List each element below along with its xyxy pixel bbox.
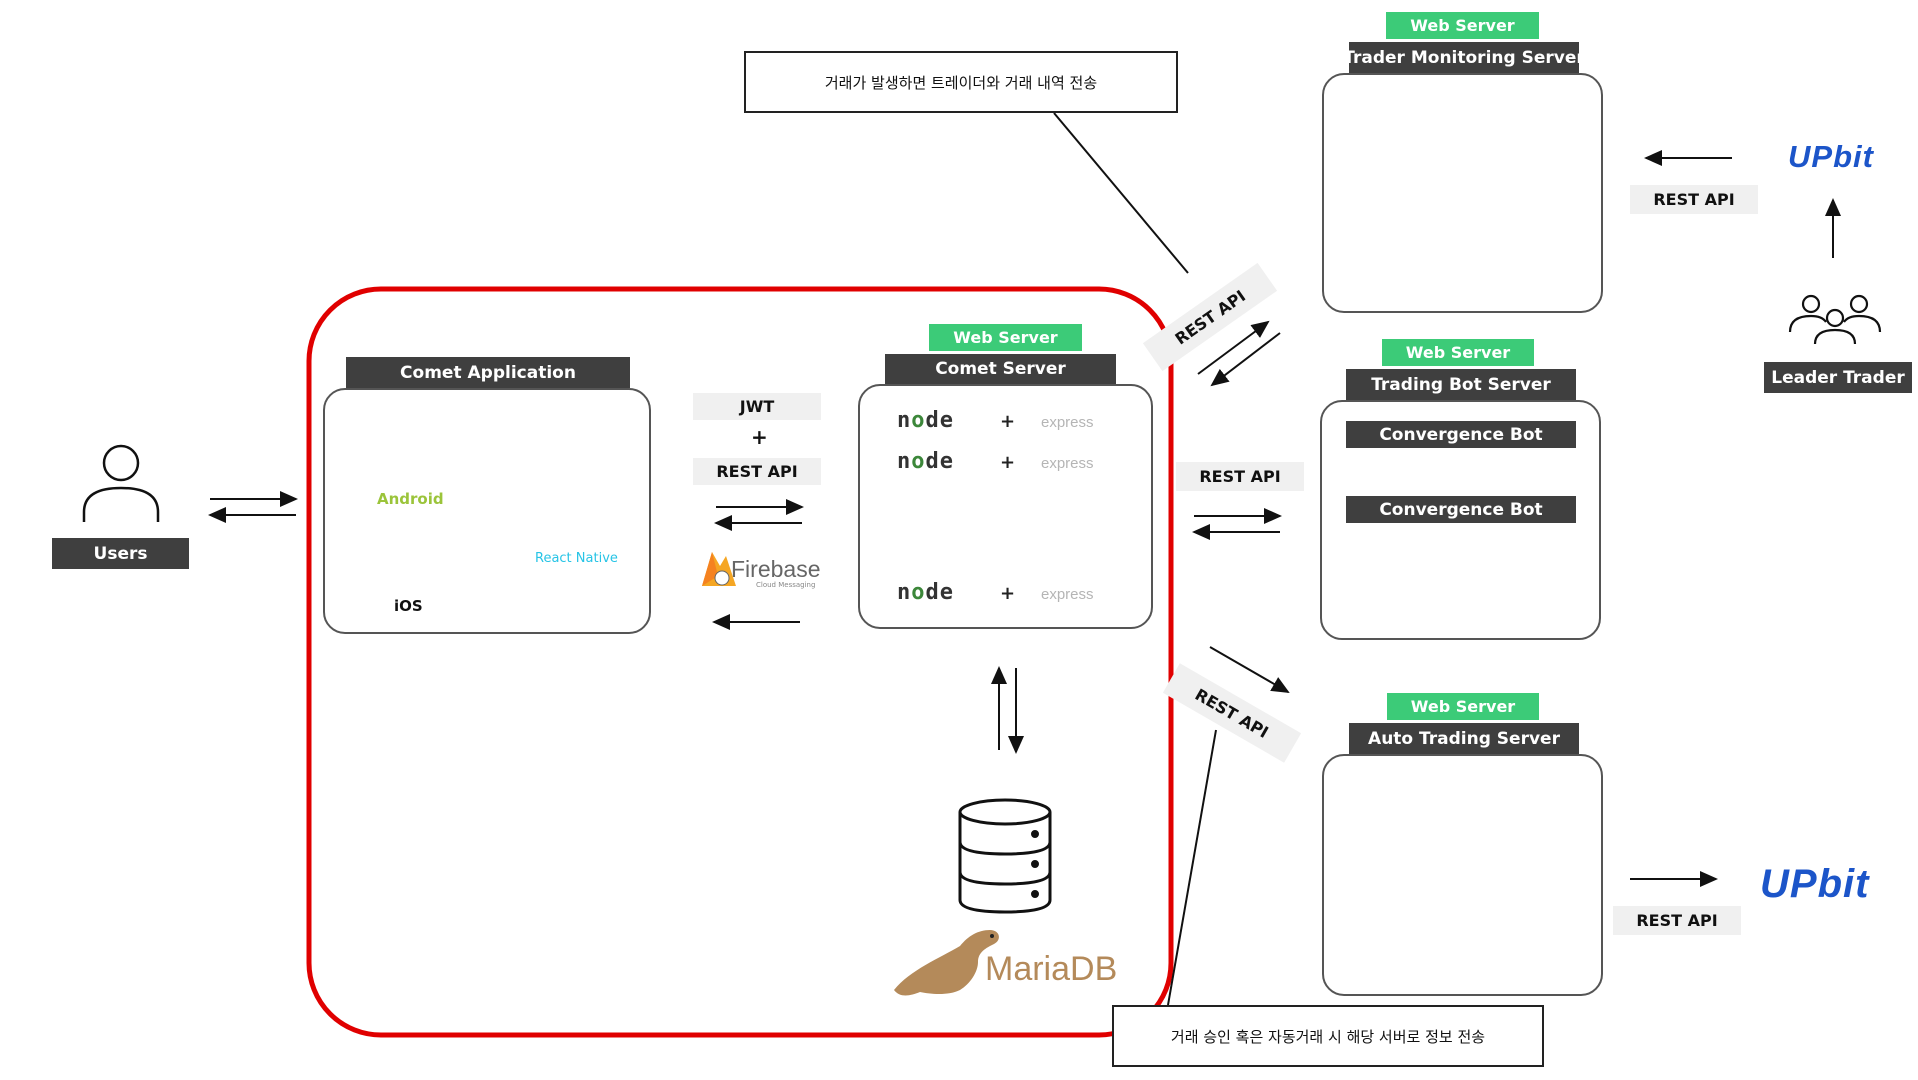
stack-plus-1: + <box>1000 411 1016 432</box>
android-label: Android <box>377 490 444 508</box>
leader-trader-label: Leader Trader <box>1764 362 1912 393</box>
mariadb-seal-icon <box>894 930 999 996</box>
comet-app-title: Comet Application <box>346 357 630 388</box>
user-icon <box>82 444 160 522</box>
note-top: 거래가 발생하면 트레이더와 거래 내역 전송 <box>744 51 1178 113</box>
note-top-connector <box>1053 112 1189 274</box>
convergence-bot-1: Convergence Bot <box>1346 421 1576 448</box>
bot-server-badge: Web Server <box>1382 339 1534 366</box>
rest-api-upbit-top: REST API <box>1630 185 1758 214</box>
node-logo-3: node <box>897 580 954 605</box>
users-label: Users <box>52 538 189 569</box>
rest-api-upbit-bottom: REST API <box>1613 906 1741 935</box>
jwt-label: JWT <box>693 393 821 420</box>
auth-rest-api-label: REST API <box>693 458 821 485</box>
node-logo-2: node <box>897 449 954 474</box>
express-logo-3: express <box>1041 586 1094 603</box>
monitor-server-title: Trader Monitoring Server <box>1343 42 1585 73</box>
comet-app-box <box>323 388 651 634</box>
note-bottom-connector <box>1167 729 1217 1006</box>
note-bottom: 거래 승인 혹은 자동거래 시 해당 서버로 정보 전송 <box>1112 1005 1544 1067</box>
upbit-logo-top: UPbit <box>1788 139 1874 174</box>
stack-plus-3: + <box>1000 583 1016 604</box>
highlight-frame <box>306 286 1174 1038</box>
firebase-sub-label: Cloud Messaging <box>756 581 816 589</box>
arrow-server-to-auto <box>1209 646 1290 693</box>
comet-database-icon <box>958 798 1052 914</box>
ios-label: iOS <box>394 597 423 615</box>
react-native-label: React Native <box>535 551 618 566</box>
auth-plus: + <box>751 425 768 449</box>
auto-server-badge: Web Server <box>1387 693 1539 720</box>
node-logo-1: node <box>897 408 954 433</box>
express-logo-1: express <box>1041 414 1094 431</box>
comet-server-title: Comet Server <box>885 354 1116 384</box>
monitor-server-box <box>1322 73 1603 313</box>
express-logo-2: express <box>1041 455 1094 472</box>
firebase-icon <box>702 552 736 586</box>
rest-api-middle: REST API <box>1176 462 1304 491</box>
group-icon <box>1788 294 1882 345</box>
auto-server-title: Auto Trading Server <box>1349 723 1579 754</box>
comet-server-box <box>858 384 1153 629</box>
firebase-label: Firebase <box>731 556 821 582</box>
arrow-monitor-to-server <box>1210 332 1281 387</box>
mariadb-label: MariaDB <box>985 950 1118 988</box>
comet-server-badge: Web Server <box>929 324 1082 351</box>
stack-plus-2: + <box>1000 452 1016 473</box>
auto-server-box <box>1322 754 1603 996</box>
convergence-bot-2: Convergence Bot <box>1346 496 1576 523</box>
upbit-logo-bottom: UPbit <box>1760 862 1870 906</box>
arrow-server-to-monitor <box>1197 320 1270 375</box>
bot-server-title: Trading Bot Server <box>1346 369 1576 400</box>
monitor-server-badge: Web Server <box>1386 12 1539 39</box>
